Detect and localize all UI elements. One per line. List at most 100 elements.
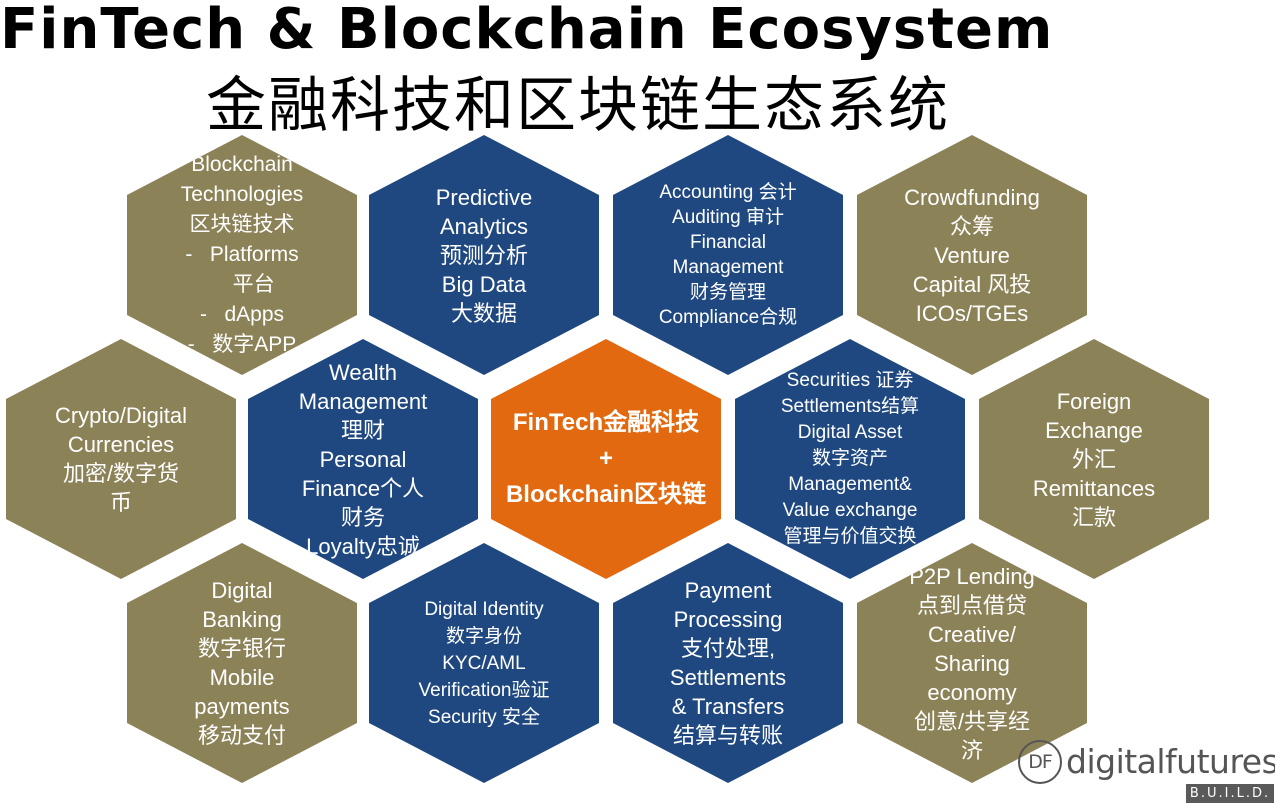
hex-line: Compliance合规 [658,307,798,328]
title-english: FinTech & Blockchain Ecosystem [0,0,1054,62]
hex-text: Accounting 会计 Auditing 审计 Financial Mana… [613,180,843,330]
hex-line: Auditing 审计 [672,207,784,228]
hex-line: 济 [960,737,983,763]
hex-line: Capital 风投 [912,271,1032,297]
hex-line: Processing [673,607,783,632]
digitalfutures-logo: DF digitalfutures B.U.I.L.D. [1016,736,1275,804]
hex-line: 汇款 [1071,504,1116,530]
hex-line: KYC/AML [442,652,526,674]
hex-line: 创意/共享经 [913,708,1031,734]
hex-line: 点到点借贷 [916,592,1027,618]
hex-line: Wealth [328,359,398,385]
hex-predictive-analytics: Predictive Analytics 预测分析 Big Data 大数据 [369,135,599,375]
logo-tagline: B.U.I.L.D. [1186,784,1274,803]
hex-line: Digital Asset [797,422,903,443]
hex-line: Personal [319,446,407,472]
hex-line: - dApps [199,303,285,326]
hex-line: Big Data [441,271,527,297]
hex-line: - 数字APP [187,333,297,356]
hex-line: Blockchain [191,153,293,176]
hex-text: Digital Banking 数字银行 Mobile payments 移动支… [127,576,357,750]
hex-line: Predictive [435,184,533,210]
hex-text: Blockchain Technologies 区块链技术 - Platform… [127,150,357,360]
hex-line: Technologies [180,183,304,206]
hex-line: 理财 [340,417,385,443]
hex-line: Accounting 会计 [659,182,797,203]
hex-text: Payment Processing 支付处理, Settlements & T… [613,576,843,750]
hex-line: Payment [684,578,772,603]
hex-line: Securities 证券 [786,370,914,391]
logo-name: digitalfutures [1066,742,1275,781]
hex-foreign-exchange: Foreign Exchange 外汇 Remittances 汇款 [979,339,1209,579]
hex-line: Blockchain区块链 [505,481,707,508]
hex-text: Predictive Analytics 预测分析 Big Data 大数据 [369,183,599,328]
hex-text: P2P Lending 点到点借贷 Creative/ Sharing econ… [857,562,1087,765]
logo-mark: DF [1018,740,1062,784]
hex-line: Sharing [934,650,1010,676]
hex-line: - Platforms [185,243,299,266]
hex-accounting-auditing: Accounting 会计 Auditing 审计 Financial Mana… [613,135,843,375]
hex-line: 支付处理, [680,636,776,661]
hex-line: 管理与价值交换 [783,526,917,547]
hex-line: & Transfers [671,694,785,719]
hex-crowdfunding: Crowdfunding 众筹 Venture Capital 风投 ICOs/… [857,135,1087,375]
hex-line: 数字银行 [197,636,286,661]
hex-line: Financial [689,232,767,253]
hex-text: Crowdfunding 众筹 Venture Capital 风投 ICOs/… [857,183,1087,328]
hex-fintech-blockchain-center: FinTech金融科技 + Blockchain区块链 [491,339,721,579]
hex-text: Digital Identity 数字身份 KYC/AML Verificati… [369,596,599,731]
hex-line: Finance个人 [301,475,425,501]
hex-line: Settlements [669,665,787,690]
hex-line: 结算与转账 [672,723,783,748]
hex-line: Foreign [1056,388,1132,414]
hex-line: Management [298,388,428,414]
hex-line: payments [194,694,290,719]
hex-line: Crypto/Digital [54,403,188,428]
hex-text: Crypto/Digital Currencies 加密/数字货 币 [6,401,236,517]
hex-crypto-currencies: Crypto/Digital Currencies 加密/数字货 币 [6,339,236,579]
hex-line: P2P Lending [909,563,1035,589]
hex-line: Loyalty忠诚 [306,533,420,559]
hex-line: 财务管理 [689,282,766,303]
hex-line: ICOs/TGEs [915,300,1029,326]
hex-line: Venture [934,242,1010,268]
hex-line: Creative/ [927,621,1017,647]
hex-line: 外汇 [1071,446,1116,472]
hex-line: 数字身份 [445,625,522,647]
hex-line: 数字资产 [811,448,888,469]
hex-text: Wealth Management 理财 Personal Finance个人 … [248,358,478,561]
hex-line: 移动支付 [197,723,286,748]
hex-text: Securities 证券 Settlements结算 Digital Asse… [735,368,965,550]
hex-line: economy [927,679,1017,705]
hex-line: Digital Identity [424,598,544,620]
hex-line: 加密/数字货 [62,461,180,486]
hex-digital-banking: Digital Banking 数字银行 Mobile payments 移动支… [127,543,357,783]
hex-line: 平台 [209,273,275,296]
hex-securities-settlements: Securities 证券 Settlements结算 Digital Asse… [735,339,965,579]
hex-line: Analytics [439,213,529,239]
hex-line: 大数据 [450,300,517,326]
hex-line: Exchange [1045,417,1143,443]
hex-wealth-management: Wealth Management 理财 Personal Finance个人 … [248,339,478,579]
hex-line: Remittances [1032,475,1156,501]
hex-line: 预测分析 [439,242,528,268]
hex-text: FinTech金融科技 + Blockchain区块链 [491,405,721,513]
hex-blockchain-technologies: Blockchain Technologies 区块链技术 - Platform… [127,135,357,375]
hex-line: Management& [788,474,912,495]
hex-line: Security 安全 [428,706,540,728]
hex-line: 财务 [340,504,385,530]
hex-line: Digital [211,578,273,603]
hex-line: 区块链技术 [189,213,295,236]
hex-line: Verification验证 [418,679,550,701]
hex-line: Banking [202,607,282,632]
hex-line: Management [672,257,784,278]
hex-payment-processing: Payment Processing 支付处理, Settlements & T… [613,543,843,783]
hex-line: 众筹 [949,213,994,239]
hex-line: 币 [109,490,132,515]
title-chinese: 金融科技和区块链生态系统 [206,71,950,141]
hex-line: Value exchange [782,500,918,521]
hex-line: FinTech金融科技 [512,409,700,436]
hex-line: Crowdfunding [904,184,1040,210]
hex-line: + [598,445,613,472]
hex-line: Settlements结算 [780,396,920,417]
